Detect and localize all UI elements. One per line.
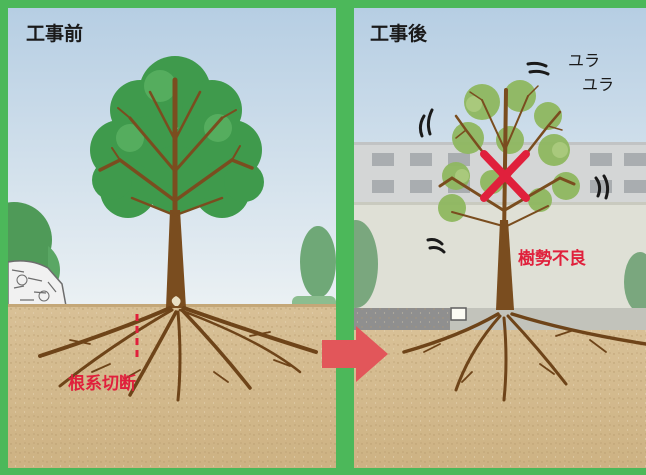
x-mark-icon (480, 150, 530, 202)
weak-roots (402, 312, 646, 402)
weak-branches (438, 85, 576, 242)
healthy-trunk (166, 210, 186, 308)
sway-marks (418, 61, 610, 254)
sway-text-1: ユラ (568, 51, 600, 70)
before-title: 工事前 (26, 22, 83, 45)
curb-marker (450, 307, 467, 321)
before-panel: 工事前 根系切断 (8, 8, 336, 468)
after-title: 工事後 (370, 22, 428, 45)
weak-tree (402, 80, 646, 402)
weak-trunk (496, 220, 514, 310)
sway-text-2: ユラ (582, 75, 614, 94)
side-bush (354, 220, 646, 312)
poor-vigor-label: 樹勢不良 (518, 248, 586, 269)
stone-wall (8, 260, 67, 307)
healthy-roots (38, 306, 318, 402)
after-panel: 工事後 ユラ ユラ 樹勢不良 (354, 8, 646, 468)
healthy-tree (38, 56, 318, 402)
right-arrow-icon (322, 326, 388, 382)
panel-divider (336, 0, 354, 471)
healthy-branches (98, 77, 254, 233)
root-cut-label: 根系切断 (68, 373, 136, 394)
